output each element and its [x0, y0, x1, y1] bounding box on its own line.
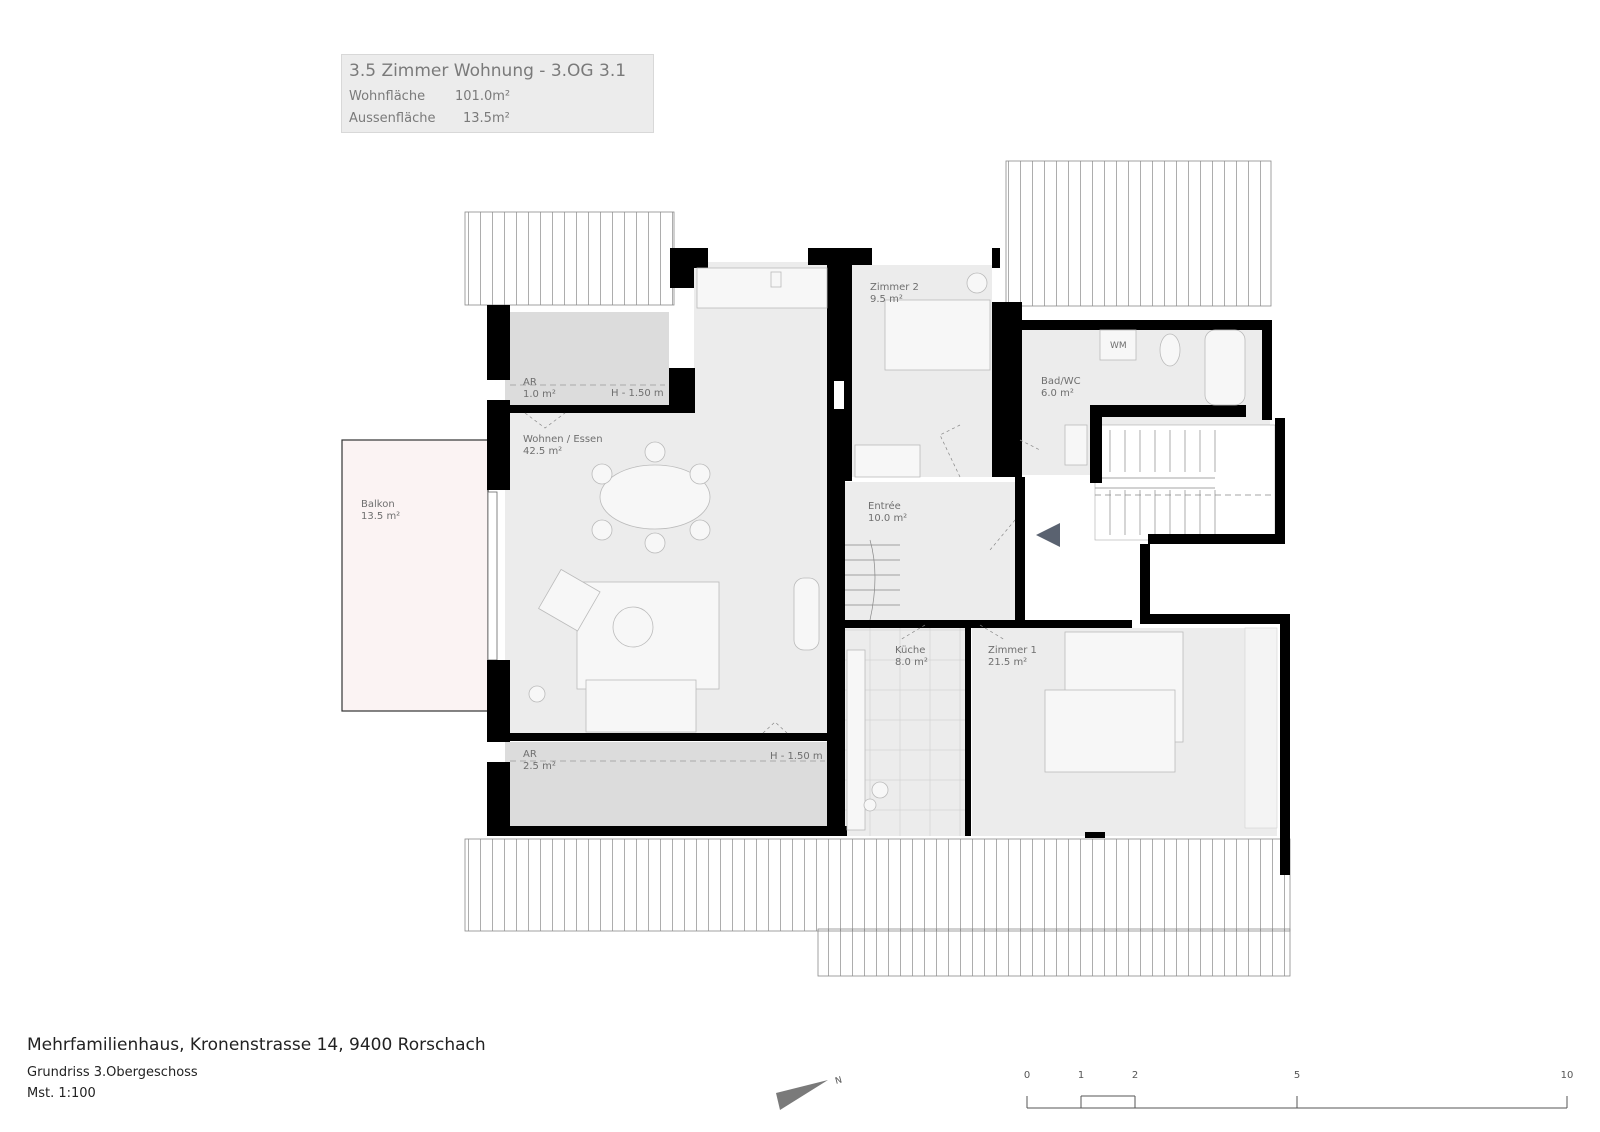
ar-bottom-name: AR	[523, 749, 537, 760]
outdoor-area-row: Aussenfläche 13.5m²	[349, 111, 510, 126]
building-title: Mehrfamilienhaus, Kronenstrasse 14, 9400…	[27, 1035, 486, 1055]
outdoor-area-value: 13.5m²	[463, 111, 510, 126]
scale-label-10: 10	[1560, 1070, 1574, 1081]
ar-bottom-height: H - 1.50 m	[770, 751, 823, 762]
north-arrow-icon: N	[776, 1075, 843, 1110]
plan-subtitle: Grundriss 3.Obergeschoss	[27, 1065, 198, 1080]
living-area-value: 101.0m²	[455, 89, 511, 104]
entrance-arrow-icon	[1036, 523, 1060, 547]
scale-label-1: 1	[1077, 1070, 1085, 1081]
balkon-area: 13.5 m²	[361, 511, 400, 522]
roof-overhangs	[464, 160, 1291, 977]
zimmer1-area: 21.5 m²	[988, 657, 1027, 668]
room-labels: AR 1.0 m² H - 1.50 m Wohnen / Essen 42.5…	[361, 282, 1127, 772]
entree-area: 10.0 m²	[868, 513, 907, 524]
zimmer1-name: Zimmer 1	[988, 645, 1037, 656]
height-lines	[510, 384, 825, 762]
north-label: N	[834, 1075, 843, 1086]
outdoor-area-label: Aussenfläche	[349, 111, 436, 126]
wohnen-area: 42.5 m²	[523, 446, 562, 457]
zimmer2-area: 9.5 m²	[870, 294, 903, 305]
plan-scale: Mst. 1:100	[27, 1086, 96, 1101]
ar-top-name: AR	[523, 377, 537, 388]
entree-name: Entrée	[868, 500, 901, 512]
bad-name: Bad/WC	[1041, 376, 1081, 387]
living-area-label: Wohnfläche	[349, 89, 426, 104]
scale-label-0: 0	[1023, 1070, 1031, 1081]
balcony-area	[341, 439, 489, 712]
ar-top-height: H - 1.50 m	[611, 388, 664, 399]
apartment-info-box: 3.5 Zimmer Wohnung - 3.OG 3.1 Wohnfläche…	[341, 54, 654, 133]
kueche-area: 8.0 m²	[895, 657, 928, 668]
scale-label-2: 2	[1131, 1070, 1139, 1081]
furniture	[528, 267, 1246, 831]
ar-top-area: 1.0 m²	[523, 389, 556, 400]
zimmer2-name: Zimmer 2	[870, 282, 919, 293]
door-swings	[524, 412, 1041, 734]
bad-area: 6.0 m²	[1041, 388, 1074, 399]
wohnen-name: Wohnen / Essen	[523, 434, 603, 445]
balkon-name: Balkon	[361, 499, 395, 510]
staircase	[843, 430, 1275, 621]
living-area-row: Wohnfläche 101.0m²	[349, 89, 510, 104]
wm-label: WM	[1110, 341, 1127, 351]
kueche-name: Küche	[895, 645, 925, 656]
scale-bar	[1026, 1095, 1568, 1109]
walls	[487, 248, 1290, 875]
scale-label-5: 5	[1293, 1070, 1301, 1081]
ar-bottom-area: 2.5 m²	[523, 761, 556, 772]
apartment-title: 3.5 Zimmer Wohnung - 3.OG 3.1	[349, 61, 627, 81]
